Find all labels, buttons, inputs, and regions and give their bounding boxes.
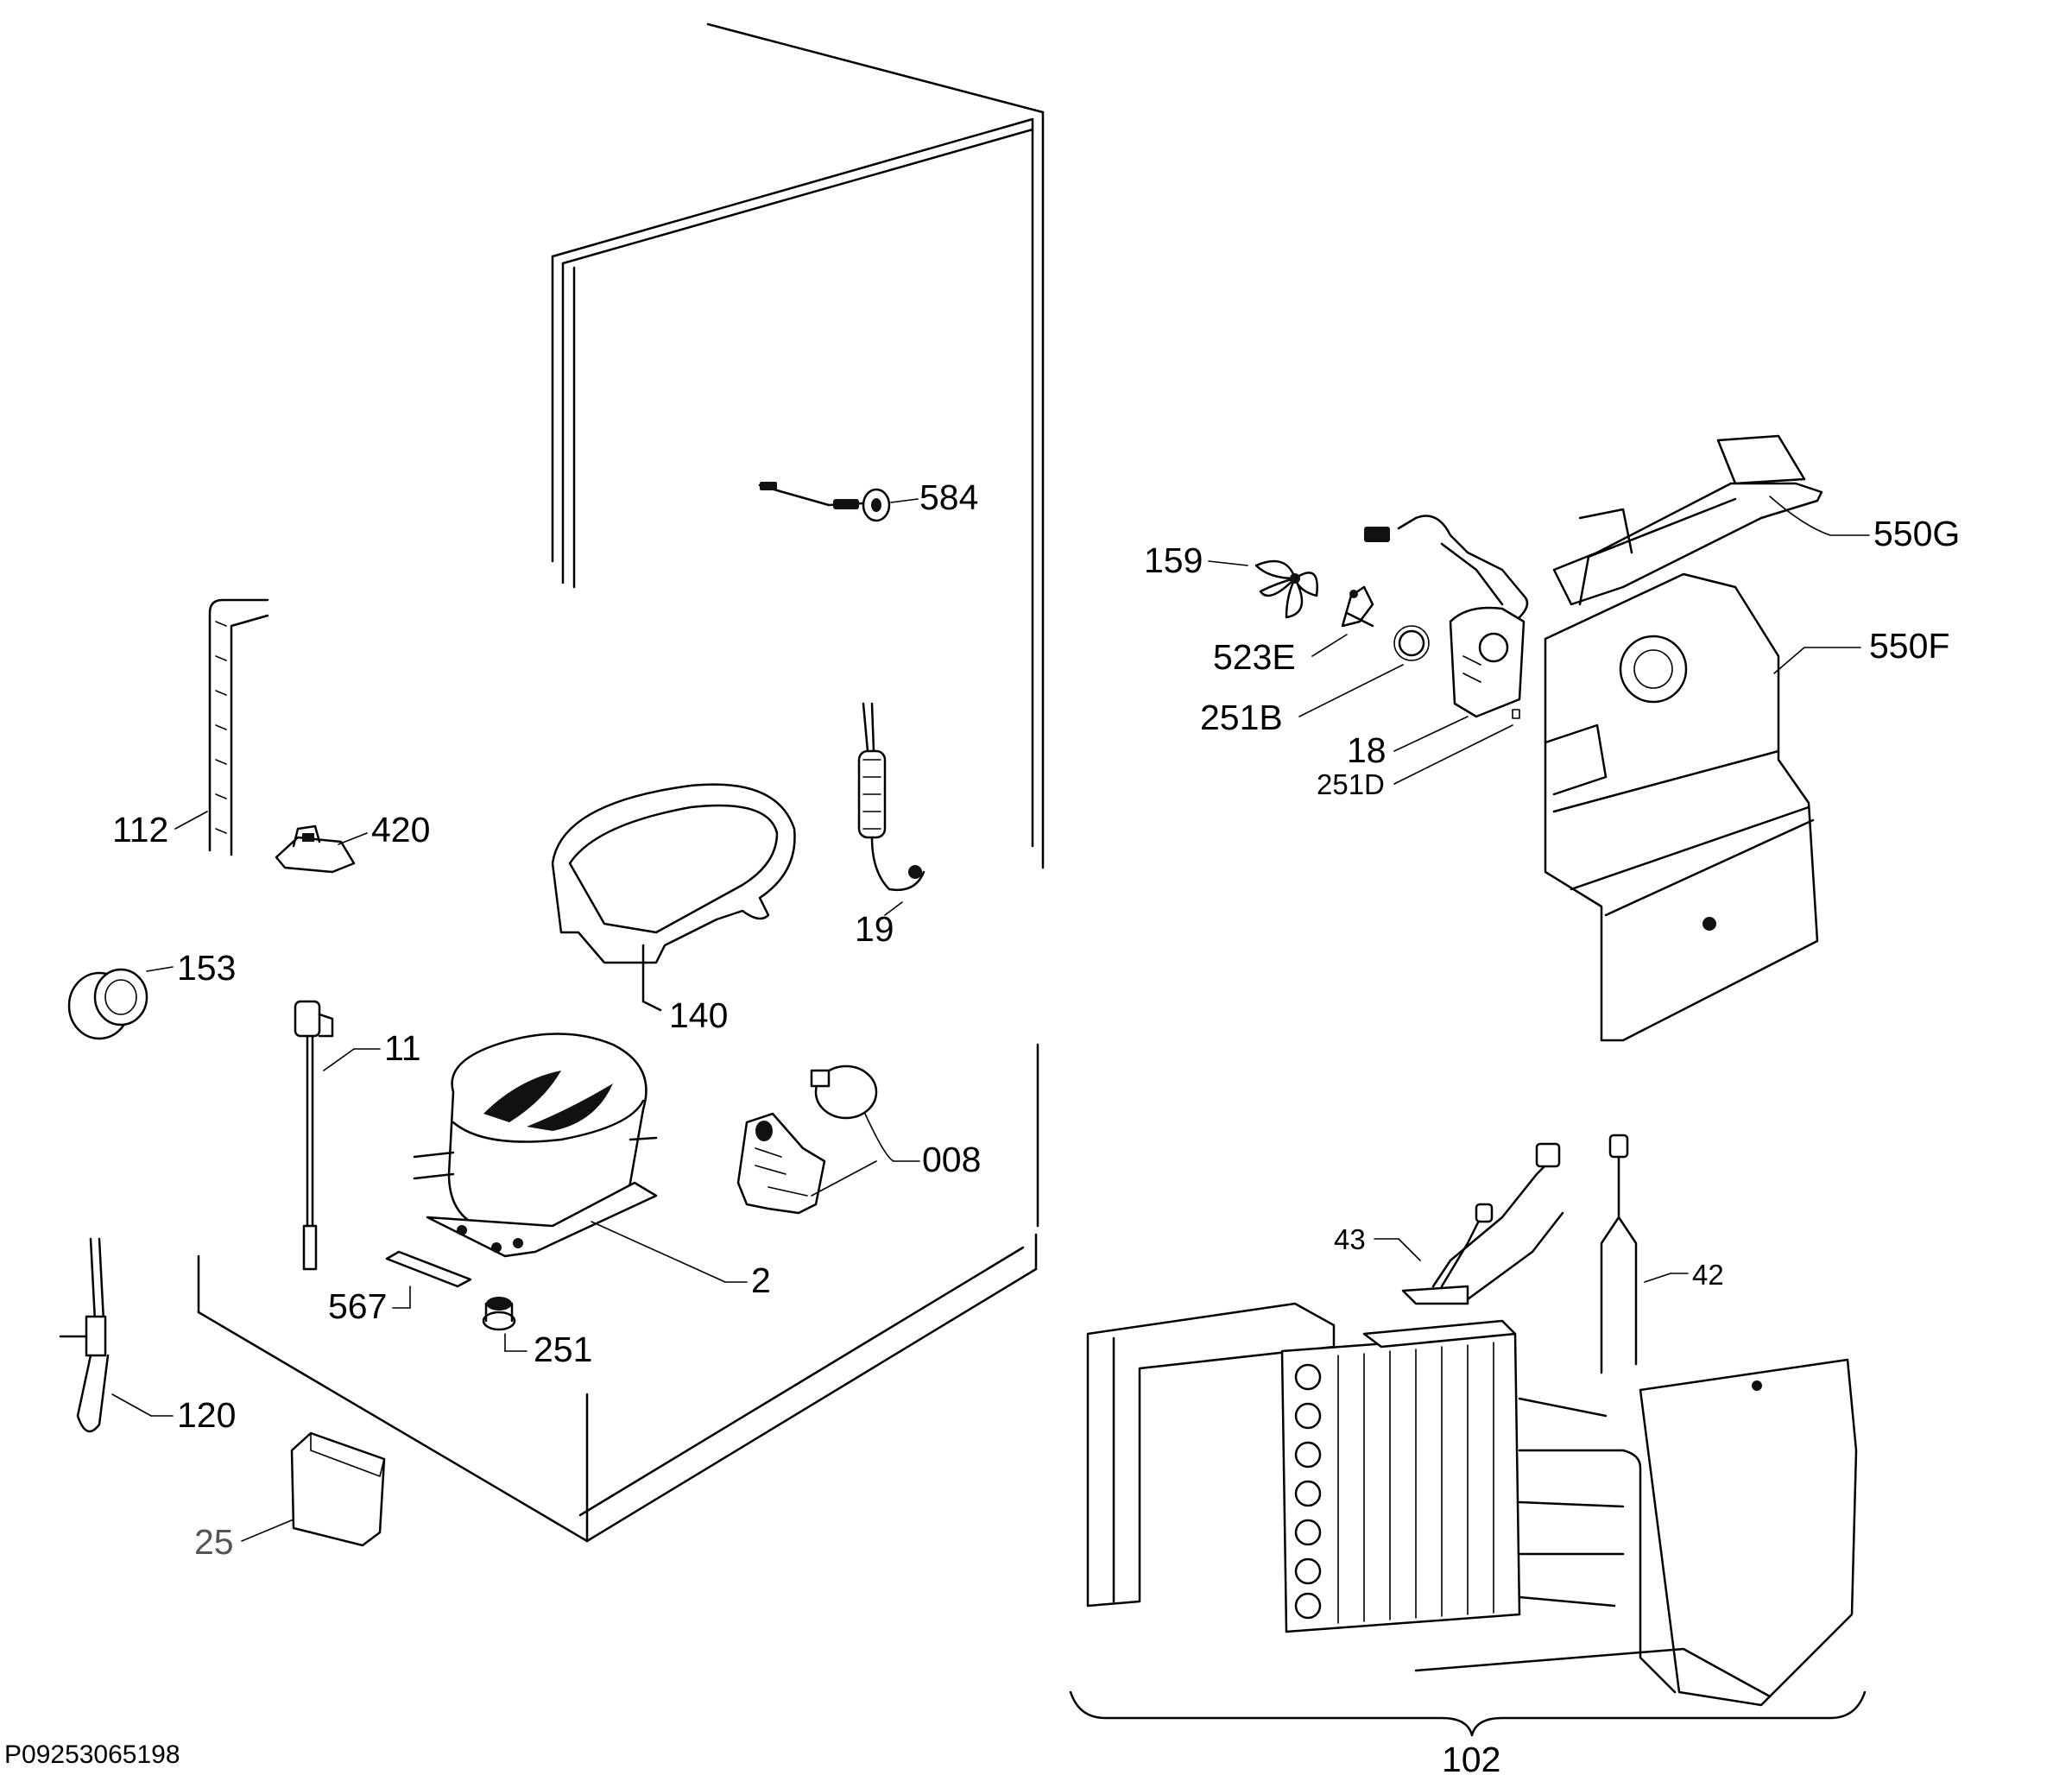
callout-567: 567 bbox=[328, 1286, 387, 1326]
callout-584: 584 bbox=[919, 477, 978, 517]
part-18-fan-motor bbox=[1364, 515, 1529, 718]
callout-120: 120 bbox=[177, 1395, 236, 1435]
callout-140: 140 bbox=[669, 995, 728, 1035]
part-11-relay bbox=[294, 1000, 334, 1271]
callout-112: 112 bbox=[112, 810, 168, 850]
part-102-evaporator-assembly bbox=[1086, 1302, 1858, 1707]
callout-251: 251 bbox=[534, 1330, 592, 1369]
evaporator-coil-ends bbox=[1294, 1363, 1322, 1620]
callout-25: 25 bbox=[194, 1522, 234, 1562]
callout-102: 102 bbox=[1442, 1740, 1500, 1775]
part-251B-gear bbox=[1393, 625, 1430, 661]
part-140-tray bbox=[551, 783, 796, 1012]
part-19-heater bbox=[857, 702, 925, 892]
part-43-wiring bbox=[1401, 1142, 1564, 1305]
part-008-starter bbox=[736, 1064, 878, 1215]
part-159-fan-blade bbox=[1254, 559, 1318, 619]
bracket-102 bbox=[1069, 1690, 1867, 1737]
part-251-grommet bbox=[482, 1297, 516, 1331]
callout-550G: 550G bbox=[1873, 514, 1960, 553]
part-251D-screw bbox=[1512, 709, 1520, 719]
callout-159: 159 bbox=[1144, 540, 1203, 580]
part-584-sensor bbox=[758, 482, 891, 522]
part-2-compressor bbox=[413, 1033, 658, 1258]
callout-19: 19 bbox=[855, 909, 894, 949]
part-550F-fan-housing bbox=[1544, 572, 1819, 1042]
part-550G-cover bbox=[1552, 434, 1823, 606]
document-id: P09253065198 bbox=[4, 1740, 180, 1769]
callout-420: 420 bbox=[371, 810, 430, 850]
callout-18: 18 bbox=[1347, 730, 1387, 770]
part-112-tube bbox=[208, 598, 269, 856]
callout-550F: 550F bbox=[1869, 626, 1949, 666]
callout-43: 43 bbox=[1334, 1223, 1366, 1255]
part-25-box bbox=[290, 1431, 386, 1547]
callout-11: 11 bbox=[384, 1028, 421, 1068]
part-567-strip bbox=[385, 1250, 472, 1288]
callout-42: 42 bbox=[1692, 1259, 1724, 1291]
callout-251D: 251D bbox=[1317, 768, 1385, 800]
callout-251B: 251B bbox=[1200, 698, 1283, 737]
part-420-clip bbox=[275, 824, 356, 874]
part-523E-bracket bbox=[1341, 585, 1374, 628]
callout-523E: 523E bbox=[1213, 637, 1296, 677]
callout-008: 008 bbox=[922, 1140, 981, 1179]
part-42-wiring bbox=[1600, 1134, 1638, 1374]
part-120-clamp bbox=[59, 1237, 110, 1433]
callout-153: 153 bbox=[177, 948, 236, 988]
part-153-cap bbox=[67, 968, 148, 1040]
cabinet bbox=[197, 22, 1045, 1543]
callout-2: 2 bbox=[751, 1260, 771, 1300]
